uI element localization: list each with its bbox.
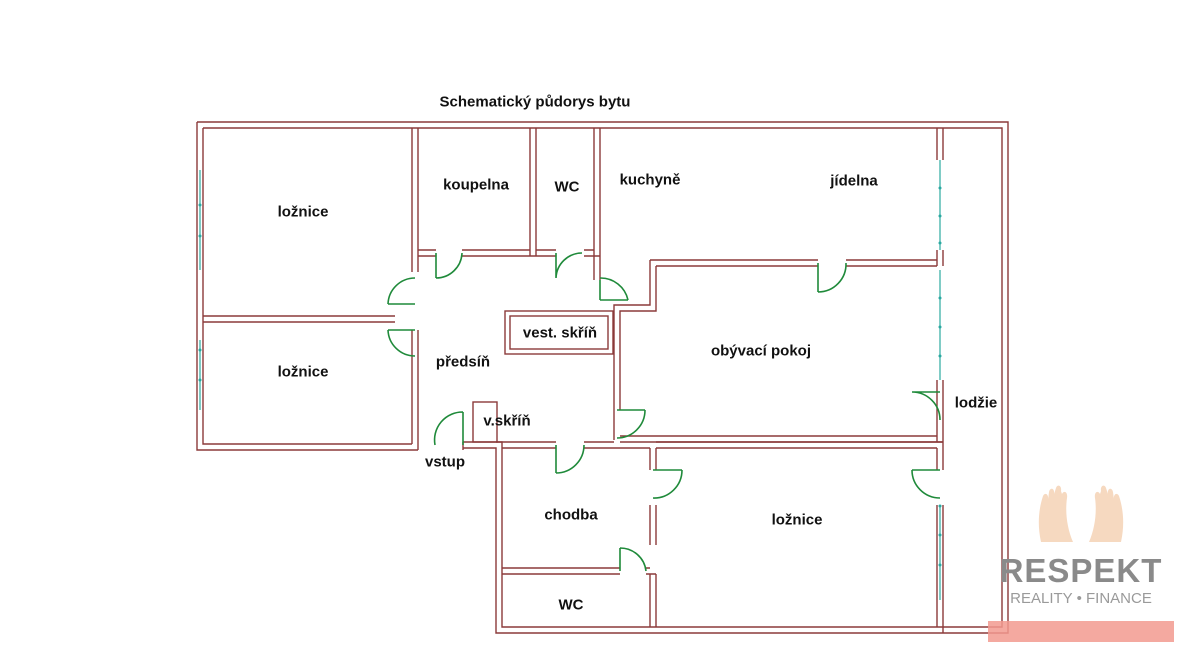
door-bed3 xyxy=(652,469,683,499)
room-label-kuchyne: kuchyně xyxy=(619,171,681,189)
door-chodba xyxy=(555,444,585,474)
outer-wall-left xyxy=(196,122,418,451)
room-label-vstup: vstup xyxy=(424,453,466,471)
door-entry xyxy=(433,411,464,446)
room-label-chodba: chodba xyxy=(544,506,598,524)
room-label-wc-1: WC xyxy=(554,178,580,196)
room-label-predsin: předsíň xyxy=(435,353,491,371)
door-living-hall xyxy=(616,409,646,439)
wall-left-hall xyxy=(411,128,419,450)
door-bedroom1 xyxy=(387,277,416,305)
wall-entry xyxy=(462,441,650,450)
logo-brand: RESPEKT xyxy=(999,552,1163,589)
door-lodzie-bed3 xyxy=(911,469,941,499)
outer-wall-left-inner xyxy=(202,128,412,445)
closet-vest xyxy=(504,310,614,355)
wall-lodzie xyxy=(936,128,944,420)
wall-chodba-bed xyxy=(649,448,657,627)
room-label-loznice-2: ložnice xyxy=(277,363,329,381)
room-label-wc-2: WC xyxy=(558,596,584,614)
door-koupelna xyxy=(435,252,463,279)
room-label-v-skrin: v.skříň xyxy=(483,412,531,430)
door-bedroom2 xyxy=(387,329,416,357)
door-kitchen xyxy=(599,277,629,301)
closet-v xyxy=(472,401,498,443)
plan-title: Schematický půdorys bytu xyxy=(439,93,631,111)
door-wc xyxy=(555,252,583,279)
wall-kitchen-living xyxy=(650,259,937,267)
logo-sub: REALITY • FINANCE xyxy=(1010,590,1152,607)
wall-living-left-top xyxy=(613,260,657,440)
wall-wc2 xyxy=(502,567,656,575)
wall-wc xyxy=(536,249,600,257)
room-label-loznice-3: ložnice xyxy=(771,511,823,529)
wall-koupelna-wc xyxy=(529,128,537,256)
wall-bedrooms xyxy=(203,315,395,323)
door-lodzie-living xyxy=(911,391,941,421)
logo-bar xyxy=(988,621,1174,642)
wall-living-bottom xyxy=(620,420,944,448)
room-label-koupelna: koupelna xyxy=(443,176,509,194)
room-label-obyvaci-pokoj: obývací pokoj xyxy=(710,342,812,360)
outer-wall xyxy=(197,121,1009,634)
room-label-jidelna: jídelna xyxy=(830,172,878,190)
respekt-logo: RESPEKT REALITY • FINANCE xyxy=(988,478,1174,644)
door-living xyxy=(817,262,847,293)
wall-koupelna xyxy=(418,249,536,257)
wall-wc-right xyxy=(593,128,601,280)
room-label-vest-skrin: vest. skříň xyxy=(522,324,598,342)
door-wc2 xyxy=(619,547,647,572)
wall-bed3-top xyxy=(656,441,944,633)
room-label-loznice-1: ložnice xyxy=(277,203,329,221)
hands-icon xyxy=(1038,485,1124,542)
room-label-lodzie: lodžie xyxy=(954,394,998,412)
